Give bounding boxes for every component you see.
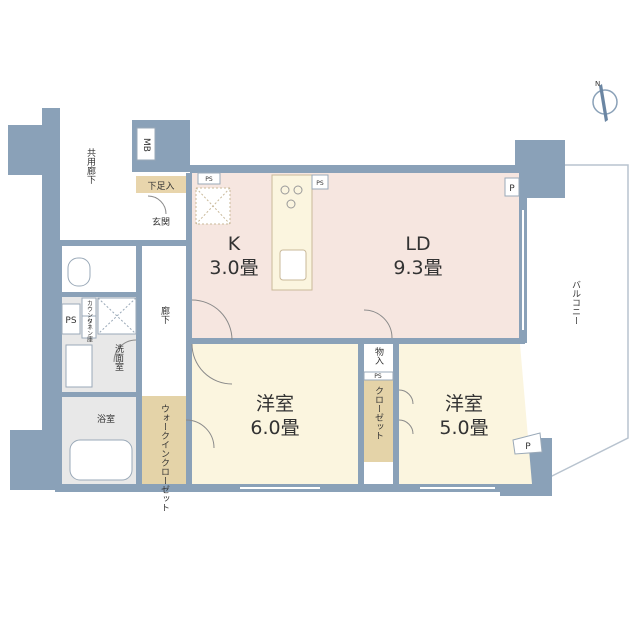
storage-floor <box>364 344 393 372</box>
ldk-size: 9.3畳 <box>393 257 442 279</box>
wall-rooms-divider <box>190 338 525 344</box>
hallway-floor <box>142 246 186 396</box>
mb-label: MB <box>141 138 151 152</box>
linen-box <box>81 315 97 339</box>
wall-hall-left <box>136 245 142 485</box>
ps-top-mid-box <box>311 174 329 190</box>
shoebox-label: 下足入 <box>147 181 174 192</box>
shared-corridor-label: 共用廊下 <box>85 148 96 185</box>
entrance-label: 玄関 <box>152 216 170 228</box>
wic-door[interactable] <box>185 419 215 449</box>
compass-label: N <box>595 80 600 88</box>
toilet-fixture <box>67 257 91 287</box>
wall-wet-left <box>55 245 62 485</box>
ldk-floor <box>192 173 519 338</box>
entrance-door[interactable] <box>147 195 167 215</box>
stove-burner-2 <box>293 185 303 195</box>
wic-label: ウォークインクローゼット <box>159 404 170 512</box>
western2-floor <box>399 344 532 484</box>
closet2-floor <box>364 380 393 462</box>
washroom-label: 洗面室 <box>113 343 124 371</box>
wash-machine-x2 <box>97 297 137 335</box>
pipe-bottom-box <box>512 432 543 455</box>
vanity-sink <box>65 344 93 388</box>
bathtub <box>69 439 133 481</box>
wall-bottom-left <box>10 430 60 490</box>
western1-floor <box>192 344 358 484</box>
hallway-label: 廊下 <box>159 305 170 325</box>
stove-burner-1 <box>280 185 290 195</box>
pipe-top-label: P <box>509 184 515 194</box>
storage-label: 物入 <box>373 346 384 365</box>
sink-fixture <box>279 249 307 281</box>
shoebox-floor <box>136 176 186 193</box>
wall-top <box>190 165 520 173</box>
compass-icon: N <box>592 80 618 122</box>
fridge-x2 <box>195 187 231 225</box>
mb-box <box>136 127 156 161</box>
western1-name: 洋室 <box>256 393 294 415</box>
ps-left-label: PS <box>65 316 76 326</box>
closet2-door-1[interactable] <box>398 389 414 405</box>
wall-toilet-bottom <box>55 292 140 297</box>
closet2-door-2[interactable] <box>398 419 414 435</box>
wic-floor <box>142 396 186 484</box>
pipe-bottom-label: P <box>525 442 531 452</box>
closet-label: クローゼット <box>373 386 384 440</box>
ldk-name: LD <box>405 233 430 255</box>
wall-rooms-mid <box>358 338 364 488</box>
ps-top-left-label: PS <box>205 176 213 183</box>
wall-closet-right <box>393 338 399 488</box>
western2-name: 洋室 <box>445 393 483 415</box>
western1-size: 6.0畳 <box>250 417 299 439</box>
wall-wash-bottom <box>55 392 140 397</box>
western2-size: 5.0畳 <box>439 417 488 439</box>
ps-left-box <box>61 303 81 335</box>
western1-door[interactable] <box>191 343 233 385</box>
washroom-door[interactable] <box>113 339 137 363</box>
wall-hall-right <box>186 173 192 491</box>
balcony-label: バルコニー <box>570 280 581 325</box>
linen-label: リネン庫 <box>86 318 93 343</box>
ps-top-mid-label: PS <box>316 180 324 187</box>
kitchen-size: 3.0畳 <box>209 257 258 279</box>
pipe-top-box <box>504 177 520 197</box>
stove-burner-3 <box>286 199 296 209</box>
kitchen-name: K <box>228 233 241 255</box>
wall-entrance-bottom <box>55 240 191 246</box>
ps-top-left-box <box>197 172 221 185</box>
ps-storage-box <box>363 371 394 381</box>
balcony-outline <box>547 164 629 479</box>
ldk-door[interactable] <box>191 299 233 341</box>
wash-machine-x1 <box>97 297 137 335</box>
counter-label: カウンター <box>86 300 93 330</box>
bathroom-label: 浴室 <box>97 413 115 425</box>
wall-left-column <box>8 125 44 175</box>
ps-storage-label: PS <box>374 373 382 380</box>
storage-door[interactable] <box>363 309 393 339</box>
windows <box>240 210 524 489</box>
doors <box>113 195 414 449</box>
